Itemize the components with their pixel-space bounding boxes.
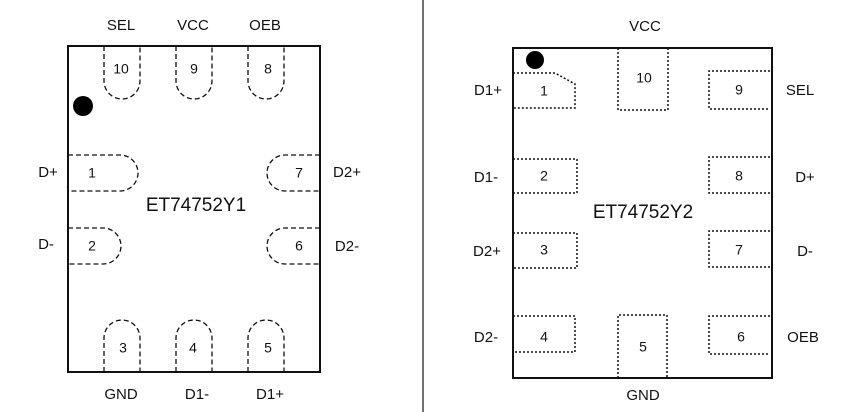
- package-outline: [512, 47, 773, 379]
- pin-number: 7: [735, 242, 743, 258]
- pin-number: 3: [119, 340, 127, 356]
- pin-label: OEB: [787, 329, 819, 346]
- pad-6: [708, 315, 770, 355]
- pin-label: D1+: [474, 82, 502, 99]
- pin-number: 9: [735, 82, 743, 98]
- pin-label: D+: [38, 164, 58, 181]
- pin-number: 2: [540, 168, 548, 184]
- pin1-marker-dot: [73, 96, 93, 116]
- package-title: ET74752Y2: [593, 202, 693, 223]
- pin-label: D2+: [473, 243, 501, 260]
- pin-number: 10: [636, 70, 652, 86]
- pin-label: VCC: [177, 17, 209, 34]
- pad-4: [513, 315, 576, 353]
- pad-1: [513, 72, 576, 109]
- pin-label: OEB: [249, 17, 281, 34]
- pin-label: D+: [795, 169, 815, 186]
- pin-label: D-: [38, 236, 54, 253]
- pin-number: 1: [88, 165, 96, 181]
- pin-label: SEL: [786, 82, 814, 99]
- pin-number: 4: [189, 340, 197, 356]
- pin-label: D2+: [333, 164, 361, 181]
- pin-label: D-: [797, 243, 813, 260]
- package-outline: [67, 45, 321, 373]
- left-package: ET74752Y1 1 2 3 4 5 6 7 8 9 10 D+ D- GND…: [38, 17, 361, 403]
- pin-number: 9: [190, 61, 198, 77]
- pin-number: 5: [639, 339, 647, 355]
- pin-number: 6: [737, 329, 745, 345]
- pin-label: D1-: [474, 169, 498, 186]
- right-package: ET74752Y2 1 2 3 4 5 6 7 8 9 10 D1+ D1- D…: [473, 18, 819, 404]
- pin-number: 3: [540, 242, 548, 258]
- pin-number: 2: [88, 238, 96, 254]
- pad-3: [513, 232, 578, 269]
- pad-1: [68, 154, 139, 192]
- pin-number: 5: [264, 340, 272, 356]
- pin-label: SEL: [107, 17, 135, 34]
- pin-number: 6: [295, 238, 303, 254]
- pin-number: 8: [264, 61, 272, 77]
- pin1-marker-dot: [526, 51, 544, 69]
- pin-label: GND: [104, 386, 138, 403]
- pin-label: D2-: [335, 238, 359, 255]
- pin-label: D1-: [185, 386, 209, 403]
- pin-label: D1+: [256, 386, 284, 403]
- pin-number: 1: [540, 83, 548, 99]
- pin-label: VCC: [629, 18, 661, 35]
- pin-number: 8: [735, 168, 743, 184]
- package-title: ET74752Y1: [146, 195, 246, 216]
- pin-number: 10: [113, 61, 129, 77]
- pin-number: 7: [295, 165, 303, 181]
- pin-label: GND: [626, 387, 660, 404]
- pin-number: 4: [540, 329, 548, 345]
- pad-9: [708, 70, 770, 110]
- pin-label: D2-: [474, 329, 498, 346]
- pad-2: [513, 158, 578, 194]
